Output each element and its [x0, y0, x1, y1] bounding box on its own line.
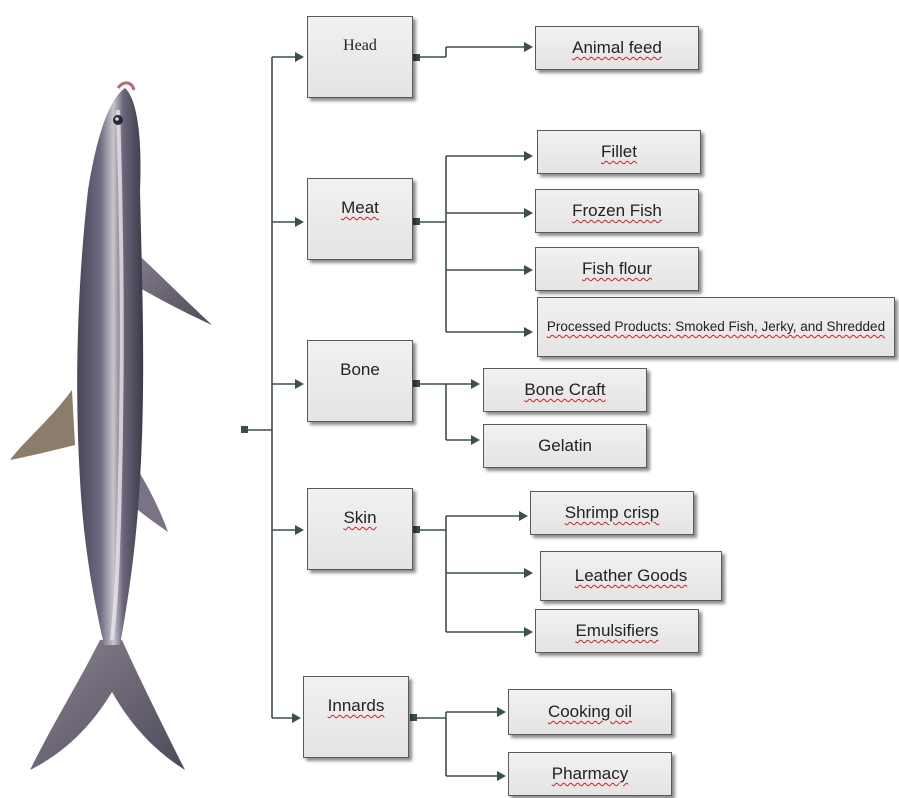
product-label: Leather Goods	[575, 566, 687, 586]
product-box-emulsifiers: Emulsifiers	[535, 609, 699, 653]
product-label: Bone Craft	[524, 380, 605, 400]
product-box-fish-flour: Fish flour	[535, 247, 699, 291]
product-label: Cooking oil	[548, 702, 632, 722]
product-box-fillet: Fillet	[537, 130, 701, 174]
product-box-leather-goods: Leather Goods	[540, 551, 722, 601]
product-label: Frozen Fish	[572, 201, 662, 221]
part-label-skin: Skin	[343, 508, 376, 527]
product-box-bone-craft: Bone Craft	[483, 368, 647, 412]
product-label: Processed Products: Smoked Fish, Jerky, …	[547, 318, 885, 336]
product-box-shrimp-crisp: Shrimp crisp	[530, 491, 694, 535]
product-label: Emulsifiers	[575, 621, 658, 641]
product-label: Fillet	[601, 142, 637, 162]
product-label: Gelatin	[538, 436, 592, 456]
part-label-meat: Meat	[341, 198, 379, 217]
part-label-head: Head	[343, 37, 377, 54]
product-box-animal-feed: Animal feed	[535, 26, 699, 70]
part-label-bone: Bone	[340, 360, 380, 379]
product-box-pharmacy: Pharmacy	[508, 752, 672, 796]
product-box-processed-products: Processed Products: Smoked Fish, Jerky, …	[537, 297, 895, 357]
part-box-skin: Skin	[307, 488, 413, 570]
product-label: Pharmacy	[552, 764, 629, 784]
product-label: Animal feed	[572, 38, 662, 58]
product-label: Fish flour	[582, 259, 652, 279]
product-label: Shrimp crisp	[565, 503, 659, 523]
part-label-innards: Innards	[328, 696, 385, 715]
part-box-bone: Bone	[307, 340, 413, 422]
product-box-cooking-oil: Cooking oil	[508, 689, 672, 735]
part-box-innards: Innards	[303, 676, 409, 758]
product-box-gelatin: Gelatin	[483, 424, 647, 468]
product-box-frozen-fish: Frozen Fish	[535, 189, 699, 233]
part-box-head: Head	[307, 16, 413, 98]
part-box-meat: Meat	[307, 178, 413, 260]
